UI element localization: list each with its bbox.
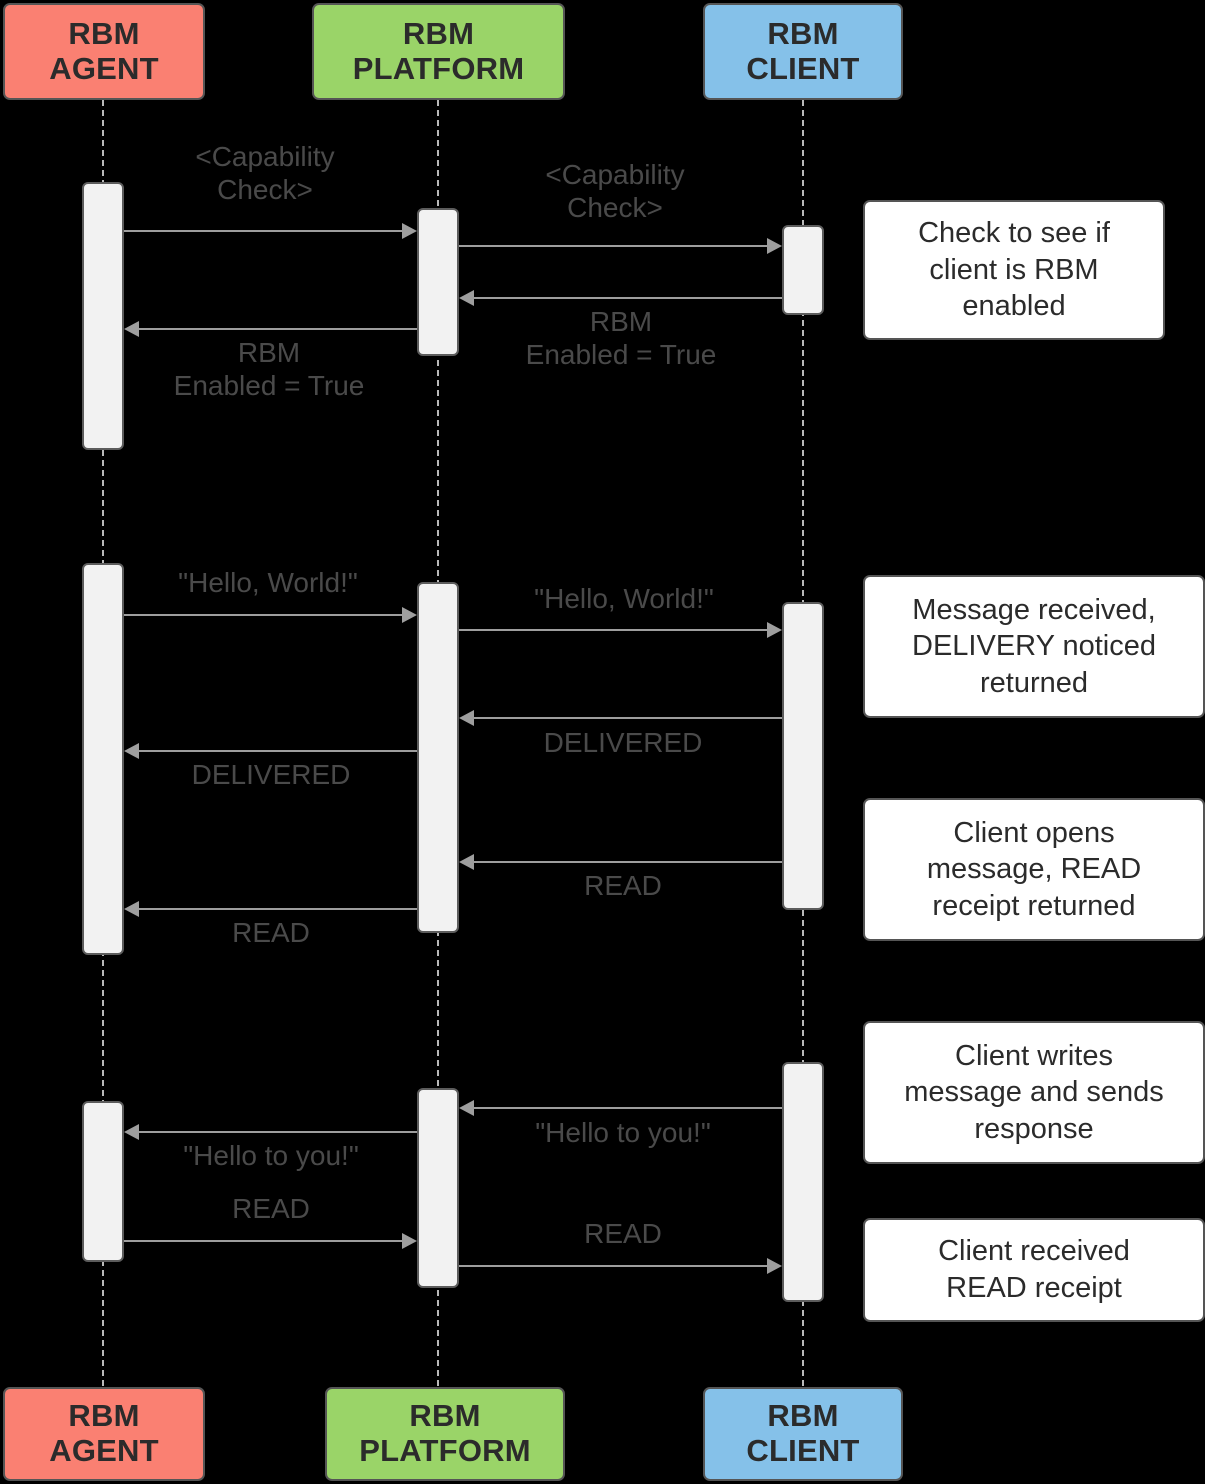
message-line-hello-world-agent-platform	[124, 614, 402, 616]
message-label-hello-to-you-client-platform: "Hello to you!"	[535, 1117, 711, 1148]
message-line-capability-check-platform-client	[459, 245, 767, 247]
message-label-read-platform-client: READ	[584, 1218, 662, 1249]
arrow-head-read-client-platform	[459, 854, 474, 870]
participant-header-client[interactable]: RBM CLIENT	[703, 3, 903, 100]
activation-client-2	[782, 602, 824, 910]
activation-client-3	[782, 1062, 824, 1302]
message-line-read-agent-platform	[124, 1240, 402, 1242]
arrow-head-delivered-client-platform	[459, 710, 474, 726]
message-label-delivered-client-platform: DELIVERED	[543, 727, 703, 758]
arrow-head-capability-check-platform-client	[767, 238, 782, 254]
message-label-read-client-platform: READ	[584, 870, 662, 901]
arrow-head-hello-to-you-platform-agent	[124, 1124, 139, 1140]
participant-footer-platform[interactable]: RBM PLATFORM	[325, 1387, 565, 1481]
message-line-read-client-platform	[474, 861, 782, 863]
arrow-head-read-platform-agent	[124, 901, 139, 917]
participant-footer-agent-line1: RBM	[68, 1398, 140, 1434]
message-label-hello-world-platform-client: "Hello, World!"	[534, 583, 714, 614]
participant-header-agent-line1: RBM	[68, 15, 140, 51]
participant-footer-client-line1: RBM	[767, 1398, 839, 1434]
message-line-capability-check-agent-platform	[124, 230, 402, 232]
note-client-opens-message-read: Client opens message, READ receipt retur…	[863, 798, 1205, 941]
message-line-rbm-enabled-platform-agent	[139, 328, 417, 330]
message-line-read-platform-client	[459, 1265, 767, 1267]
message-line-hello-to-you-client-platform	[474, 1107, 782, 1109]
message-label-capability-check-agent-platform: <Capability Check>	[195, 141, 335, 206]
note-client-writes-message: Client writes message and sends response	[863, 1021, 1205, 1164]
participant-header-client-line1: RBM	[767, 15, 839, 51]
participant-header-client-line2: CLIENT	[746, 50, 860, 86]
message-label-rbm-enabled-client-platform: RBM Enabled = True	[525, 306, 717, 371]
participant-footer-agent[interactable]: RBM AGENT	[3, 1387, 205, 1481]
arrow-head-rbm-enabled-client-platform	[459, 290, 474, 306]
activation-agent-1	[82, 182, 124, 450]
activation-platform-1	[417, 208, 459, 356]
arrow-head-hello-to-you-client-platform	[459, 1100, 474, 1116]
participant-footer-client-line2: CLIENT	[746, 1433, 860, 1468]
message-line-rbm-enabled-client-platform	[474, 297, 782, 299]
message-line-read-platform-agent	[139, 908, 417, 910]
activation-platform-2	[417, 582, 459, 933]
participant-header-platform[interactable]: RBM PLATFORM	[312, 3, 565, 100]
arrow-head-read-platform-client	[767, 1258, 782, 1274]
message-label-rbm-enabled-platform-agent: RBM Enabled = True	[173, 337, 365, 402]
activation-agent-3	[82, 1101, 124, 1262]
message-line-hello-world-platform-client	[459, 629, 767, 631]
participant-footer-agent-line2: AGENT	[49, 1433, 159, 1468]
message-line-delivered-platform-agent	[139, 750, 417, 752]
participant-header-agent[interactable]: RBM AGENT	[3, 3, 205, 100]
message-line-delivered-client-platform	[474, 717, 782, 719]
message-line-hello-to-you-platform-agent	[139, 1131, 417, 1133]
activation-agent-2	[82, 563, 124, 955]
participant-footer-platform-line1: RBM	[409, 1398, 481, 1434]
activation-client-1	[782, 225, 824, 315]
arrow-head-capability-check-agent-platform	[402, 223, 417, 239]
message-label-hello-to-you-platform-agent: "Hello to you!"	[183, 1140, 359, 1171]
arrow-head-read-agent-platform	[402, 1233, 417, 1249]
arrow-head-hello-world-platform-client	[767, 622, 782, 638]
participant-footer-client[interactable]: RBM CLIENT	[703, 1387, 903, 1481]
message-label-read-agent-platform: READ	[232, 1193, 310, 1224]
participant-header-agent-line2: AGENT	[49, 50, 159, 86]
message-label-hello-world-agent-platform: "Hello, World!"	[178, 567, 358, 598]
arrow-head-rbm-enabled-platform-agent	[124, 321, 139, 337]
message-label-capability-check-platform-client: <Capability Check>	[545, 159, 685, 224]
message-label-delivered-platform-agent: DELIVERED	[191, 759, 351, 790]
arrow-head-hello-world-agent-platform	[402, 607, 417, 623]
participant-header-platform-line2: PLATFORM	[352, 50, 525, 86]
participant-header-platform-line1: RBM	[402, 15, 475, 51]
note-check-client-rbm-enabled: Check to see if client is RBM enabled	[863, 200, 1165, 340]
participant-footer-platform-line2: PLATFORM	[359, 1433, 531, 1468]
note-client-received-read-receipt: Client received READ receipt	[863, 1218, 1205, 1322]
message-label-read-platform-agent: READ	[232, 917, 310, 948]
activation-platform-3	[417, 1088, 459, 1288]
arrow-head-delivered-platform-agent	[124, 743, 139, 759]
note-message-received-delivery: Message received, DELIVERY noticed retur…	[863, 575, 1205, 718]
